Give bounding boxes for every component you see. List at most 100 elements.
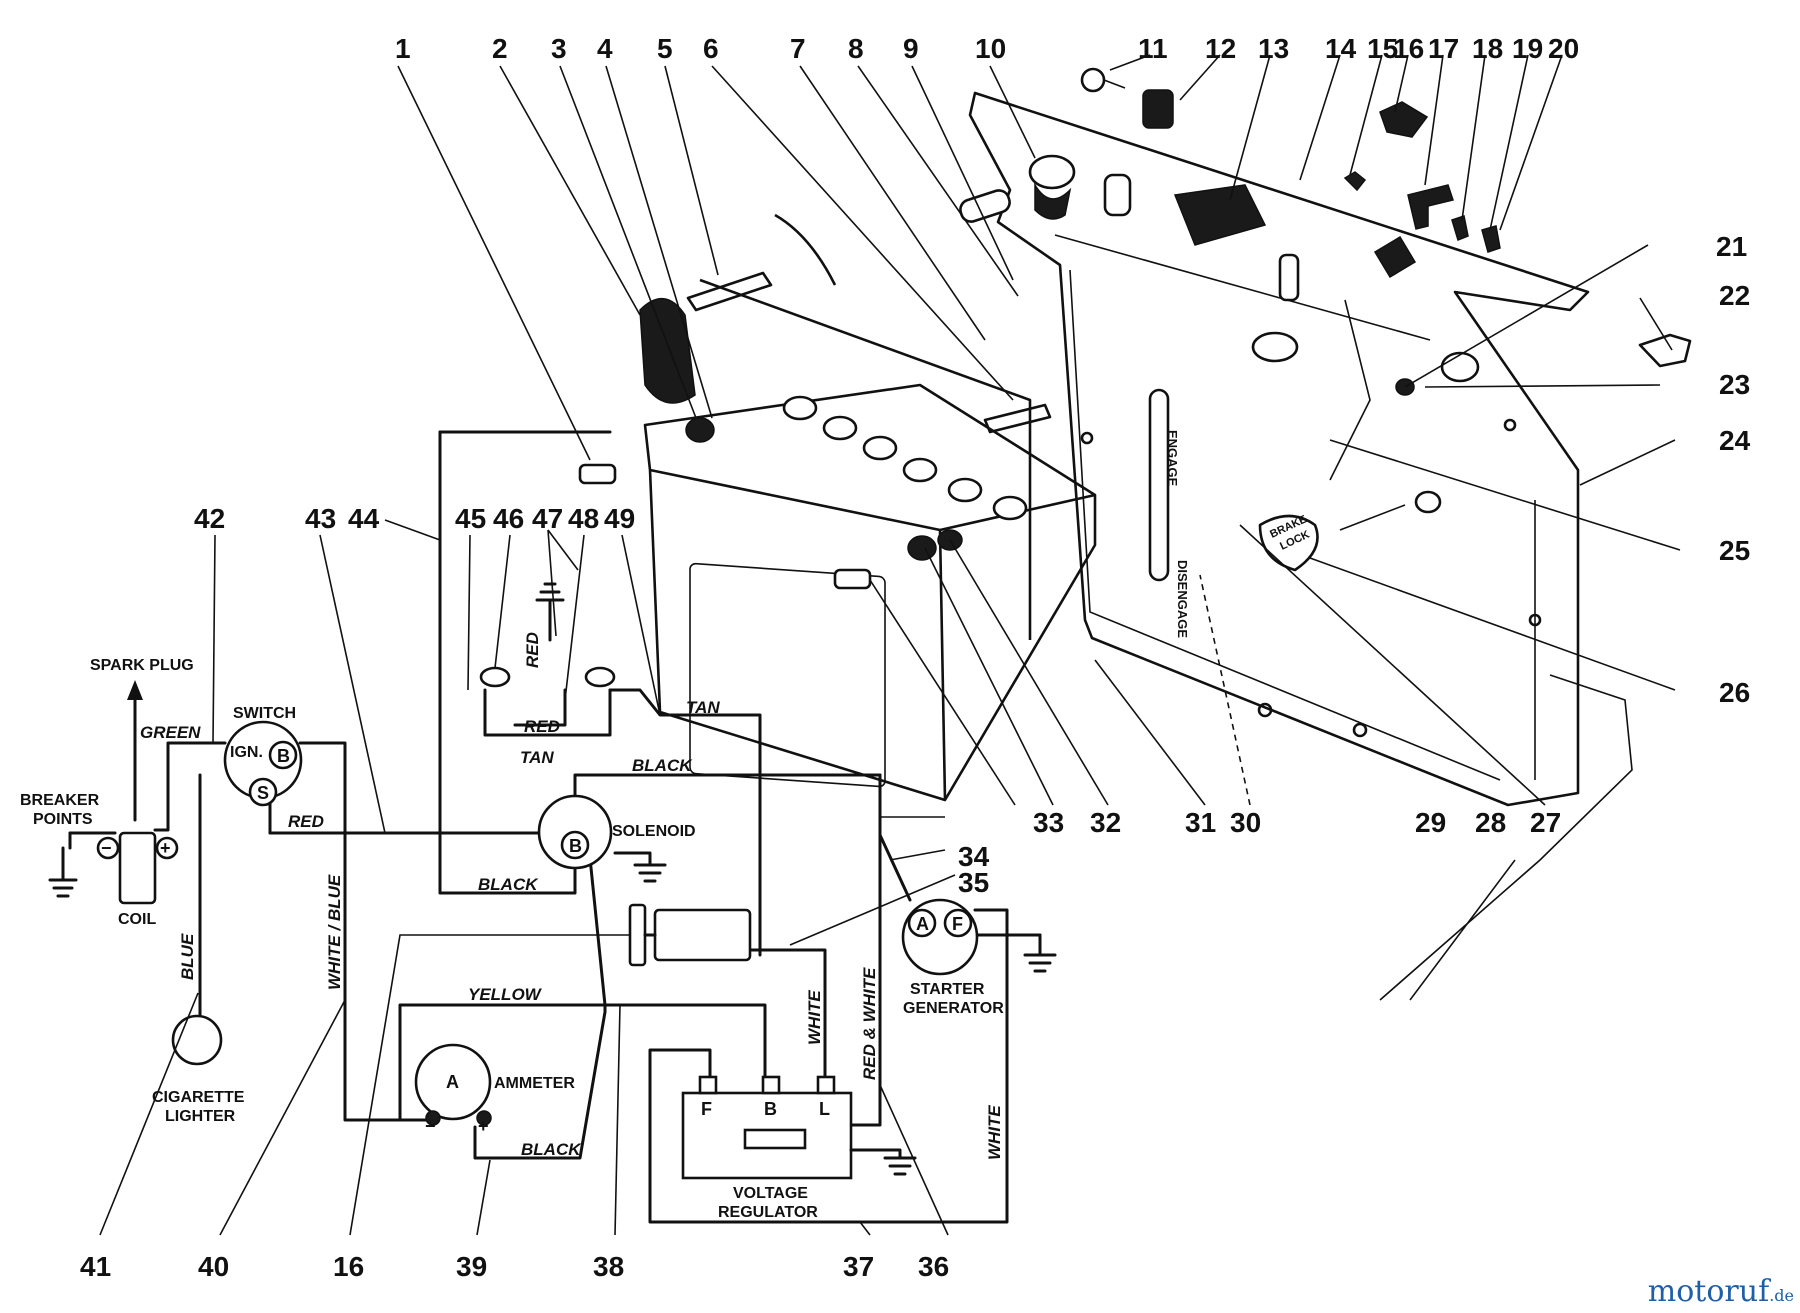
part-35: 35 xyxy=(958,867,989,898)
wire-labels: GREEN RED RED RED TAN TAN BLACK BLACK BL… xyxy=(140,632,1004,1160)
wire-red-white-label: RED & WHITE xyxy=(860,967,879,1080)
wire-black-solenoid-label: BLACK xyxy=(478,875,539,894)
ammeter-plus: + xyxy=(478,1116,489,1136)
part-33: 33 xyxy=(1033,807,1064,838)
spark-plug-label: SPARK PLUG xyxy=(90,657,194,674)
part-43: 43 xyxy=(305,503,336,534)
wire-red-bridge-label: RED xyxy=(524,717,560,736)
part-15: 15 xyxy=(1367,33,1398,64)
lighter-label: LIGHTER xyxy=(165,1108,236,1125)
regulator-l-label: L xyxy=(819,1099,830,1119)
part-25: 25 xyxy=(1719,535,1750,566)
part-4: 4 xyxy=(597,33,613,64)
battery xyxy=(578,213,1097,802)
part-7: 7 xyxy=(790,33,806,64)
switch-ign-label: IGN. xyxy=(230,744,263,761)
solenoid-b-label: B xyxy=(569,836,582,856)
part-24: 24 xyxy=(1719,425,1751,456)
part-5: 5 xyxy=(657,33,673,64)
ammeter-body xyxy=(414,1043,492,1121)
part-6: 6 xyxy=(703,33,719,64)
part-13: 13 xyxy=(1258,33,1289,64)
part-16: 16 xyxy=(1393,33,1424,64)
part-20: 20 xyxy=(1548,33,1579,64)
part-31: 31 xyxy=(1185,807,1216,838)
part-30: 30 xyxy=(1230,807,1261,838)
part-12: 12 xyxy=(1205,33,1236,64)
part-8: 8 xyxy=(848,33,864,64)
dash-panel: ENGAGE DISENGAGE BRAKE LOCK xyxy=(959,67,1692,1001)
part-44: 44 xyxy=(348,503,380,534)
cigarette-lighter-body xyxy=(171,1014,223,1066)
ammeter-minus: − xyxy=(425,1116,436,1136)
regulator-b-label: B xyxy=(764,1099,777,1119)
ammeter-label: AMMETER xyxy=(494,1075,575,1092)
ammeter-a-label: A xyxy=(446,1072,459,1092)
part-1: 1 xyxy=(395,33,411,64)
regulator-f-label: F xyxy=(701,1099,712,1119)
coil-plus: + xyxy=(160,838,171,858)
part-32: 32 xyxy=(1090,807,1121,838)
wire-white-mid-label: WHITE xyxy=(805,990,824,1045)
part-34: 34 xyxy=(958,841,990,872)
generator-label: GENERATOR xyxy=(903,1000,1004,1017)
breaker-label: BREAKER xyxy=(20,792,100,809)
part-46: 46 xyxy=(493,503,524,534)
wire-black-ammeter-label: BLACK xyxy=(521,1140,582,1159)
solenoid-ground-icon xyxy=(613,851,667,883)
part-16-bottom: 16 xyxy=(333,1251,364,1282)
wire-white-right-label: WHITE xyxy=(985,1105,1004,1160)
starter-a-label: A xyxy=(916,914,929,934)
part-17: 17 xyxy=(1428,33,1459,64)
coil-label: COIL xyxy=(118,911,156,928)
switch-label: SWITCH xyxy=(233,705,296,722)
wire-red-switch-label: RED xyxy=(288,812,324,831)
part-2: 2 xyxy=(492,33,508,64)
wire-tan-upper-label: TAN xyxy=(686,698,720,717)
part-29: 29 xyxy=(1415,807,1446,838)
connector-16 xyxy=(653,908,752,962)
part-42: 42 xyxy=(194,503,225,534)
coil-body xyxy=(118,831,157,905)
wire-black-top-label: BLACK xyxy=(632,756,693,775)
part-48: 48 xyxy=(568,503,599,534)
breaker-ground-icon xyxy=(48,846,78,898)
part-23: 23 xyxy=(1719,369,1750,400)
points-label: POINTS xyxy=(33,811,93,828)
engage-label: ENGAGE xyxy=(1165,430,1180,487)
panel-loose-parts xyxy=(1080,67,1692,368)
switch-s-label: S xyxy=(257,783,269,803)
schematic-components: − + − + xyxy=(48,582,1057,1180)
regulator-label: REGULATOR xyxy=(718,1204,818,1221)
part-40: 40 xyxy=(198,1251,229,1282)
watermark-logo: motoruf.de xyxy=(1648,1274,1794,1309)
wire-tan-lower-label: TAN xyxy=(520,748,554,767)
wire-blue-label: BLUE xyxy=(178,933,197,980)
part-14: 14 xyxy=(1325,33,1357,64)
part-22: 22 xyxy=(1719,280,1750,311)
part-38: 38 xyxy=(593,1251,624,1282)
leader-lines xyxy=(99,54,1681,1236)
voltage-label: VOLTAGE xyxy=(733,1185,808,1202)
part-9: 9 xyxy=(903,33,919,64)
part-numbers: 1 2 3 4 5 6 7 8 9 10 11 12 13 14 15 16 1… xyxy=(80,33,1751,1282)
part-41: 41 xyxy=(80,1251,111,1282)
component-labels: SPARK PLUG BREAKER POINTS COIL SWITCH IG… xyxy=(20,657,1004,1221)
wire-red-vertical-label: RED xyxy=(523,632,542,668)
regulator-ground-icon xyxy=(849,1148,917,1176)
solenoid-label: SOLENOID xyxy=(612,823,696,840)
part-49: 49 xyxy=(604,503,635,534)
watermark-main: motoruf xyxy=(1647,1274,1770,1309)
part-39: 39 xyxy=(456,1251,487,1282)
part-19: 19 xyxy=(1512,33,1543,64)
part-18: 18 xyxy=(1472,33,1503,64)
part-28: 28 xyxy=(1475,807,1506,838)
starter-ground-icon xyxy=(1023,933,1057,973)
cigarette-label: CIGARETTE xyxy=(152,1089,245,1106)
part-11: 11 xyxy=(1138,33,1168,64)
part-27: 27 xyxy=(1530,807,1561,838)
battery-caps xyxy=(782,395,1028,521)
coil-minus: − xyxy=(101,838,112,858)
part-36: 36 xyxy=(918,1251,949,1282)
